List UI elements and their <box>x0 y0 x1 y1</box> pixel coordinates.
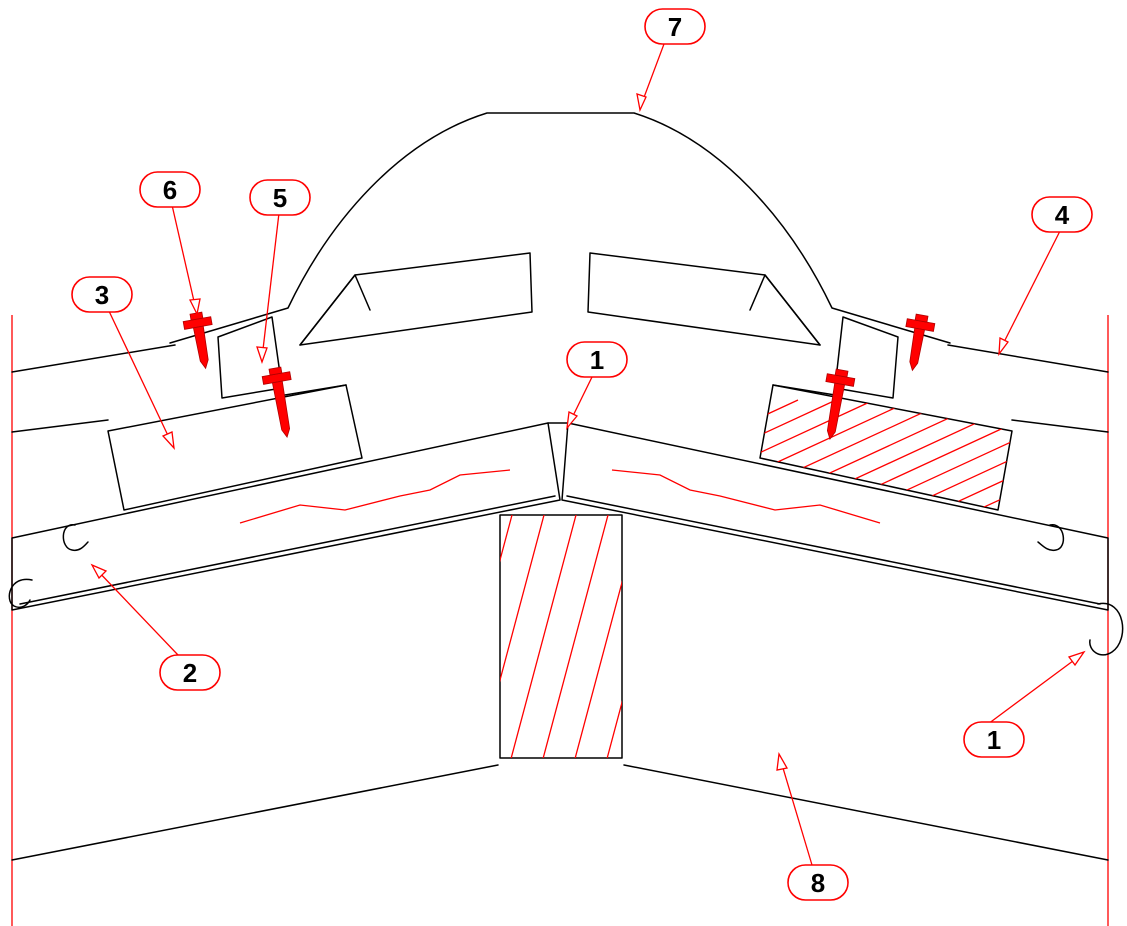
svg-text:2: 2 <box>183 658 197 688</box>
callout-3: 3 <box>71 276 133 313</box>
callout-1-eave: 1 <box>963 721 1025 758</box>
svg-text:8: 8 <box>811 868 825 898</box>
screw-right-lower-icon <box>825 368 856 440</box>
callout-1-ridge: 1 <box>566 341 628 378</box>
svg-text:6: 6 <box>163 175 177 205</box>
svg-text:4: 4 <box>1055 200 1070 230</box>
panel-hooks <box>8 524 1124 656</box>
callout-6: 6 <box>139 171 201 208</box>
svg-text:1: 1 <box>987 725 1001 755</box>
callout-4: 4 <box>1031 196 1093 233</box>
support-wedge-right <box>834 316 899 399</box>
svg-text:1: 1 <box>590 345 604 375</box>
sandwich-panel-right <box>561 422 1109 611</box>
svg-text:3: 3 <box>95 280 109 310</box>
callout-2: 2 <box>159 654 221 691</box>
screw-left-upper-icon <box>182 311 213 370</box>
svg-text:5: 5 <box>273 183 287 213</box>
batten-left <box>107 384 363 511</box>
upper-rafter-panels <box>11 344 1109 433</box>
ridge-cap <box>169 112 951 346</box>
rafters <box>11 764 1109 861</box>
callout-5: 5 <box>249 179 311 216</box>
callout-8: 8 <box>787 864 849 901</box>
ridge-timber-block <box>499 514 623 759</box>
leader-lines <box>90 43 1086 866</box>
support-wedge-left <box>217 316 283 399</box>
screw-right-upper-icon <box>905 313 936 372</box>
svg-text:7: 7 <box>668 12 682 42</box>
callout-7: 7 <box>644 8 706 45</box>
sandwich-panel-left <box>11 422 561 611</box>
screw-left-lower-icon <box>261 366 292 438</box>
